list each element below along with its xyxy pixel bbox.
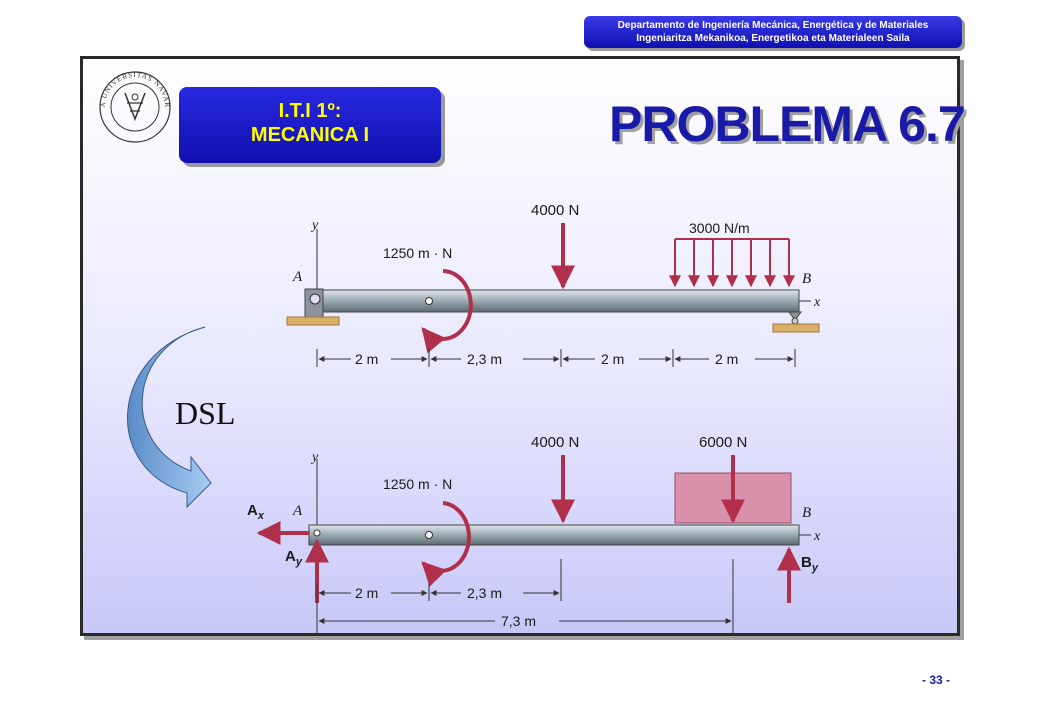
top-distributed-load: [669, 238, 795, 288]
top-y-axis-label: y: [310, 218, 319, 233]
department-header-line-2: Ingeniaritza Mekanikoa, Energetikoa eta …: [636, 33, 910, 44]
bottom-resultant-label: 6000 N: [699, 434, 747, 451]
dsl-label: DSL: [175, 395, 236, 431]
reaction-ay-label: Ay: [285, 548, 303, 568]
bottom-y-axis-label: y: [310, 450, 319, 465]
bottom-point-a-marker: [313, 529, 321, 537]
page-number: - 33 -: [922, 673, 951, 687]
bottom-moment-label: 1250 m · N: [383, 476, 452, 492]
department-header-line-1: Departamento de Ingeniería Mecánica, Ene…: [617, 20, 929, 31]
dsl-curved-arrow-icon: [127, 326, 212, 509]
top-point-load-label: 4000 N: [531, 202, 579, 219]
problem-title: PROBLEMA 6.7: [609, 96, 966, 152]
bottom-dimension-label-1: 2 m: [355, 585, 378, 601]
top-dimension-label-1: 2 m: [355, 351, 378, 367]
top-moment-arrow: [421, 269, 473, 354]
top-pin-support-a: [286, 288, 340, 326]
top-beam: [308, 289, 800, 313]
top-point-a-label: A: [292, 269, 303, 285]
top-dimension-label-2: 2,3 m: [467, 351, 502, 367]
bottom-point-b-label: B: [802, 505, 811, 521]
reaction-ax-label: Ax: [247, 502, 265, 522]
course-badge: I.T.I 1º: MECANICA I: [179, 87, 441, 163]
slide-frame: PUBLICA UNIVERSITAS NAVARRENSIS I.T.I 1º…: [80, 56, 966, 636]
bottom-beam: [308, 524, 800, 546]
beam-diagrams: y x A B 1250 m · N: [127, 202, 821, 633]
reaction-by-label: By: [801, 554, 819, 574]
top-dimension-label-4: 2 m: [715, 351, 738, 367]
bottom-point-load-label: 4000 N: [531, 434, 579, 451]
top-dimension-label-3: 2 m: [601, 351, 624, 367]
top-beam-diagram: y x A B 1250 m · N: [286, 202, 821, 367]
bottom-dimension-label-2: 2,3 m: [467, 585, 502, 601]
bottom-total-dimension-label: 7,3 m: [501, 613, 536, 629]
course-badge-line-2: MECANICA I: [250, 124, 370, 146]
top-distributed-load-label: 3000 N/m: [689, 220, 750, 236]
bottom-dimension-line: [316, 559, 734, 633]
top-moment-label: 1250 m · N: [383, 245, 452, 261]
top-roller-support-b: [772, 311, 820, 333]
bottom-beam-hole: [425, 531, 433, 539]
bottom-moment-arrow: [421, 501, 471, 587]
top-x-axis-label: x: [813, 295, 821, 310]
bottom-x-axis-label: x: [813, 529, 821, 544]
department-header: Departamento de Ingeniería Mecánica, Ene…: [584, 16, 962, 48]
top-point-b-label: B: [802, 271, 811, 287]
top-beam-hole: [425, 297, 433, 305]
bottom-beam-diagram: y x A B 1250 m · N 4000 N 6000 N Ax: [247, 434, 821, 633]
bottom-point-a-label: A: [292, 503, 303, 519]
top-dimension-line: [316, 349, 796, 367]
university-seal-icon: PUBLICA UNIVERSITAS NAVARRENSIS: [97, 69, 171, 143]
course-badge-line-1: I.T.I 1º:: [278, 100, 342, 122]
